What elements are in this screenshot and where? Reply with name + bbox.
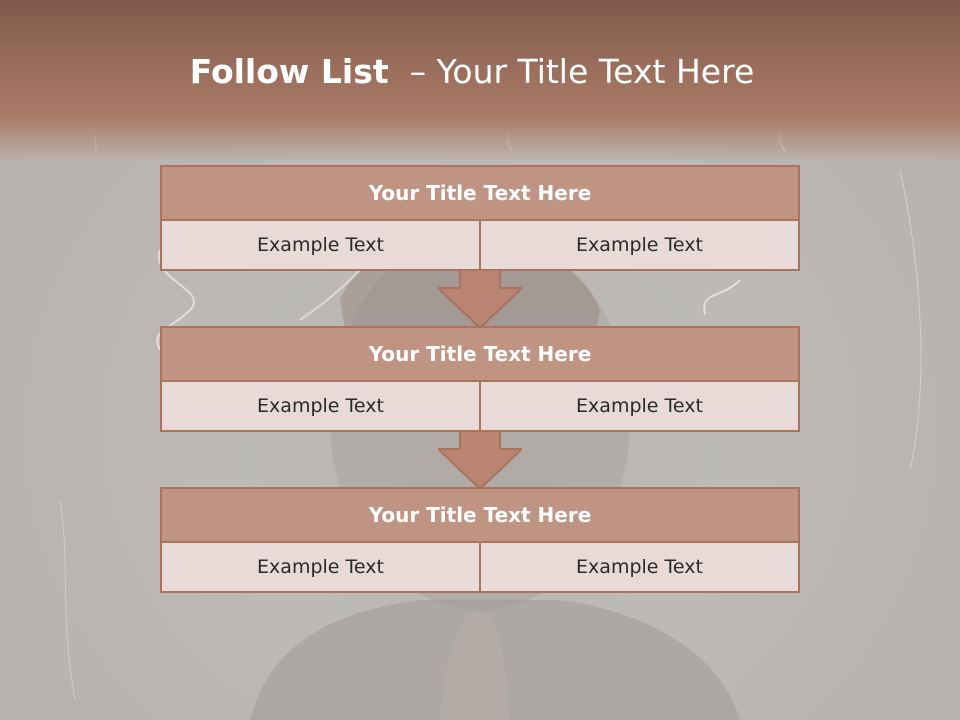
down-arrow-icon xyxy=(438,431,522,491)
list-block-2: Your Title Text Here Example Text Exampl… xyxy=(160,326,800,432)
header-band xyxy=(0,0,960,160)
down-arrow-icon xyxy=(438,270,522,330)
title-bold: Follow List xyxy=(189,52,389,91)
list-block-3: Your Title Text Here Example Text Exampl… xyxy=(160,487,800,593)
block-right-cell: Example Text xyxy=(481,543,800,593)
block-title: Your Title Text Here xyxy=(160,487,800,543)
block-right-cell: Example Text xyxy=(481,221,800,271)
title-rest: – Your Title Text Here xyxy=(388,52,755,91)
block-title: Your Title Text Here xyxy=(160,326,800,382)
list-block-1: Your Title Text Here Example Text Exampl… xyxy=(160,165,800,271)
block-left-cell: Example Text xyxy=(160,382,481,432)
slide-title: Follow List – Your Title Text Here xyxy=(0,52,944,91)
block-right-cell: Example Text xyxy=(481,382,800,432)
block-title: Your Title Text Here xyxy=(160,165,800,221)
block-left-cell: Example Text xyxy=(160,543,481,593)
block-left-cell: Example Text xyxy=(160,221,481,271)
